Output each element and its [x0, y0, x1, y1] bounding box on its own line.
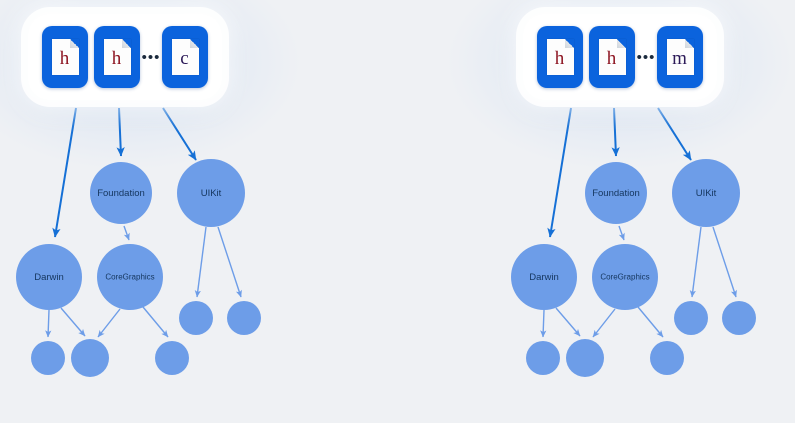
file-extension-letter: h	[606, 48, 617, 69]
file-extension-letter: m	[672, 48, 687, 69]
file-icon-h-2[interactable]: h	[94, 26, 140, 88]
edge-panel-file-2-to-foundation	[611, 107, 620, 157]
edge-darwin-to-leaf-darwin-1	[45, 309, 52, 338]
edge-uikit-to-leaf-uikit-2	[712, 226, 737, 298]
node-label-coregraphics: CoreGraphics	[105, 273, 154, 282]
graph-node-darwin[interactable]	[16, 244, 82, 310]
graph-node-leaf[interactable]	[71, 339, 109, 377]
file-extension-letter: h	[111, 48, 122, 69]
edge-panel-file-1-to-darwin	[52, 107, 77, 238]
graph-node-leaf[interactable]	[31, 341, 65, 375]
graph-node-leaf[interactable]	[674, 301, 708, 335]
edge-uikit-to-leaf-uikit-1	[689, 226, 702, 298]
document-page-icon: h	[598, 39, 626, 75]
node-label-uikit: UIKit	[696, 188, 717, 199]
edge-darwin-to-leaf-darwin-2	[555, 307, 581, 337]
file-extension-letter: h	[59, 48, 70, 69]
file-icon-h-2[interactable]: h	[589, 26, 635, 88]
graph-node-leaf[interactable]	[155, 341, 189, 375]
source-file-panel: h h ••• c	[28, 14, 222, 100]
graph-node-leaf[interactable]	[179, 301, 213, 335]
edge-darwin-to-leaf-darwin-1	[540, 309, 547, 338]
edge-darwin-to-leaf-darwin-2	[60, 307, 86, 337]
file-icon-m-4[interactable]: m	[657, 26, 703, 88]
graph-node-leaf[interactable]	[227, 301, 261, 335]
graph-node-leaf[interactable]	[722, 301, 756, 335]
graph-node-leaf[interactable]	[650, 341, 684, 375]
node-label-darwin: Darwin	[34, 272, 64, 283]
file-icon-c-4[interactable]: c	[162, 26, 208, 88]
ellipsis-icon: •••	[141, 48, 161, 66]
file-icon-h-1[interactable]: h	[537, 26, 583, 88]
file-extension-letter: c	[180, 48, 189, 69]
edge-panel-file-2-to-foundation	[116, 107, 125, 157]
node-label-coregraphics: CoreGraphics	[600, 273, 649, 282]
document-page-icon: c	[171, 39, 199, 75]
graph-node-leaf[interactable]	[526, 341, 560, 375]
edge-panel-file-4-to-uikit	[162, 107, 197, 161]
node-label-uikit: UIKit	[201, 188, 222, 199]
edge-foundation-to-coregraphics	[123, 225, 130, 241]
edge-uikit-to-leaf-uikit-1	[194, 226, 207, 298]
edge-uikit-to-leaf-uikit-2	[217, 226, 242, 298]
node-label-darwin: Darwin	[529, 272, 559, 283]
edge-panel-file-1-to-darwin	[547, 107, 572, 238]
document-page-icon: h	[51, 39, 79, 75]
node-label-foundation: Foundation	[592, 188, 640, 199]
edge-coregraphics-to-leaf-darwin-2	[97, 308, 121, 338]
edge-coregraphics-to-leaf-cg-1	[142, 306, 169, 338]
document-page-icon: h	[546, 39, 574, 75]
file-extension-letter: h	[554, 48, 565, 69]
graph-node-uikit[interactable]	[672, 159, 740, 227]
document-page-icon: m	[666, 39, 694, 75]
source-file-panel: h h ••• m	[523, 14, 717, 100]
graph-node-uikit[interactable]	[177, 159, 245, 227]
graph-node-foundation[interactable]	[585, 162, 647, 224]
graph-node-darwin[interactable]	[511, 244, 577, 310]
edge-coregraphics-to-leaf-darwin-2	[592, 308, 616, 338]
edge-foundation-to-coregraphics	[618, 225, 625, 241]
edge-panel-file-4-to-uikit	[657, 107, 692, 161]
node-label-foundation: Foundation	[97, 188, 145, 199]
document-page-icon: h	[103, 39, 131, 75]
ellipsis-icon: •••	[636, 48, 656, 66]
graph-node-leaf[interactable]	[566, 339, 604, 377]
file-icon-h-1[interactable]: h	[42, 26, 88, 88]
edge-coregraphics-to-leaf-cg-1	[637, 306, 664, 338]
graph-node-foundation[interactable]	[90, 162, 152, 224]
graph-node-coregraphics[interactable]	[592, 244, 658, 310]
graph-node-coregraphics[interactable]	[97, 244, 163, 310]
